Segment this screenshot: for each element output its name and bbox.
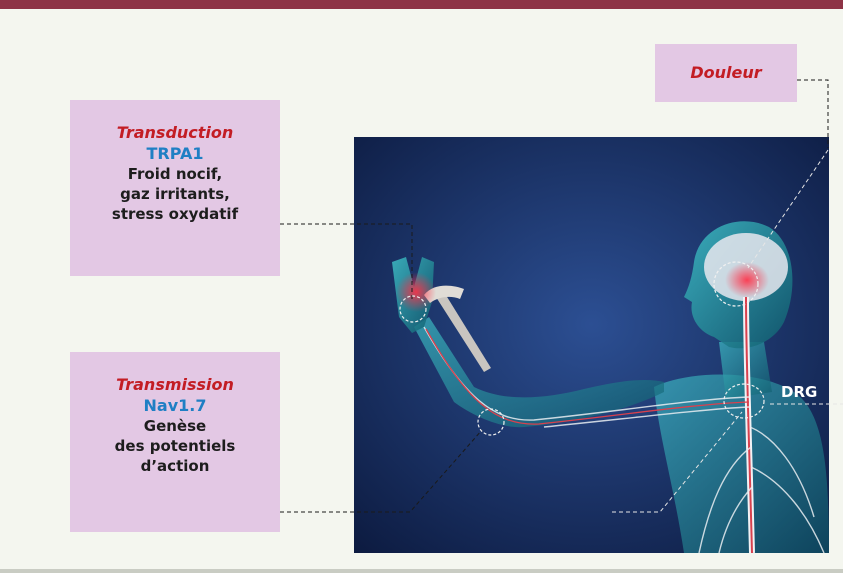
transduction-site-circle <box>400 296 426 322</box>
transmission-connector <box>280 430 482 512</box>
transmission-site-circle <box>478 409 504 435</box>
douleur-connector <box>748 150 828 268</box>
drg-connector <box>612 412 742 512</box>
brain-site-circle <box>714 262 758 306</box>
transduction-connector <box>280 224 412 300</box>
drg-site-circle <box>724 384 764 418</box>
douleur-connector-outer <box>797 80 828 148</box>
